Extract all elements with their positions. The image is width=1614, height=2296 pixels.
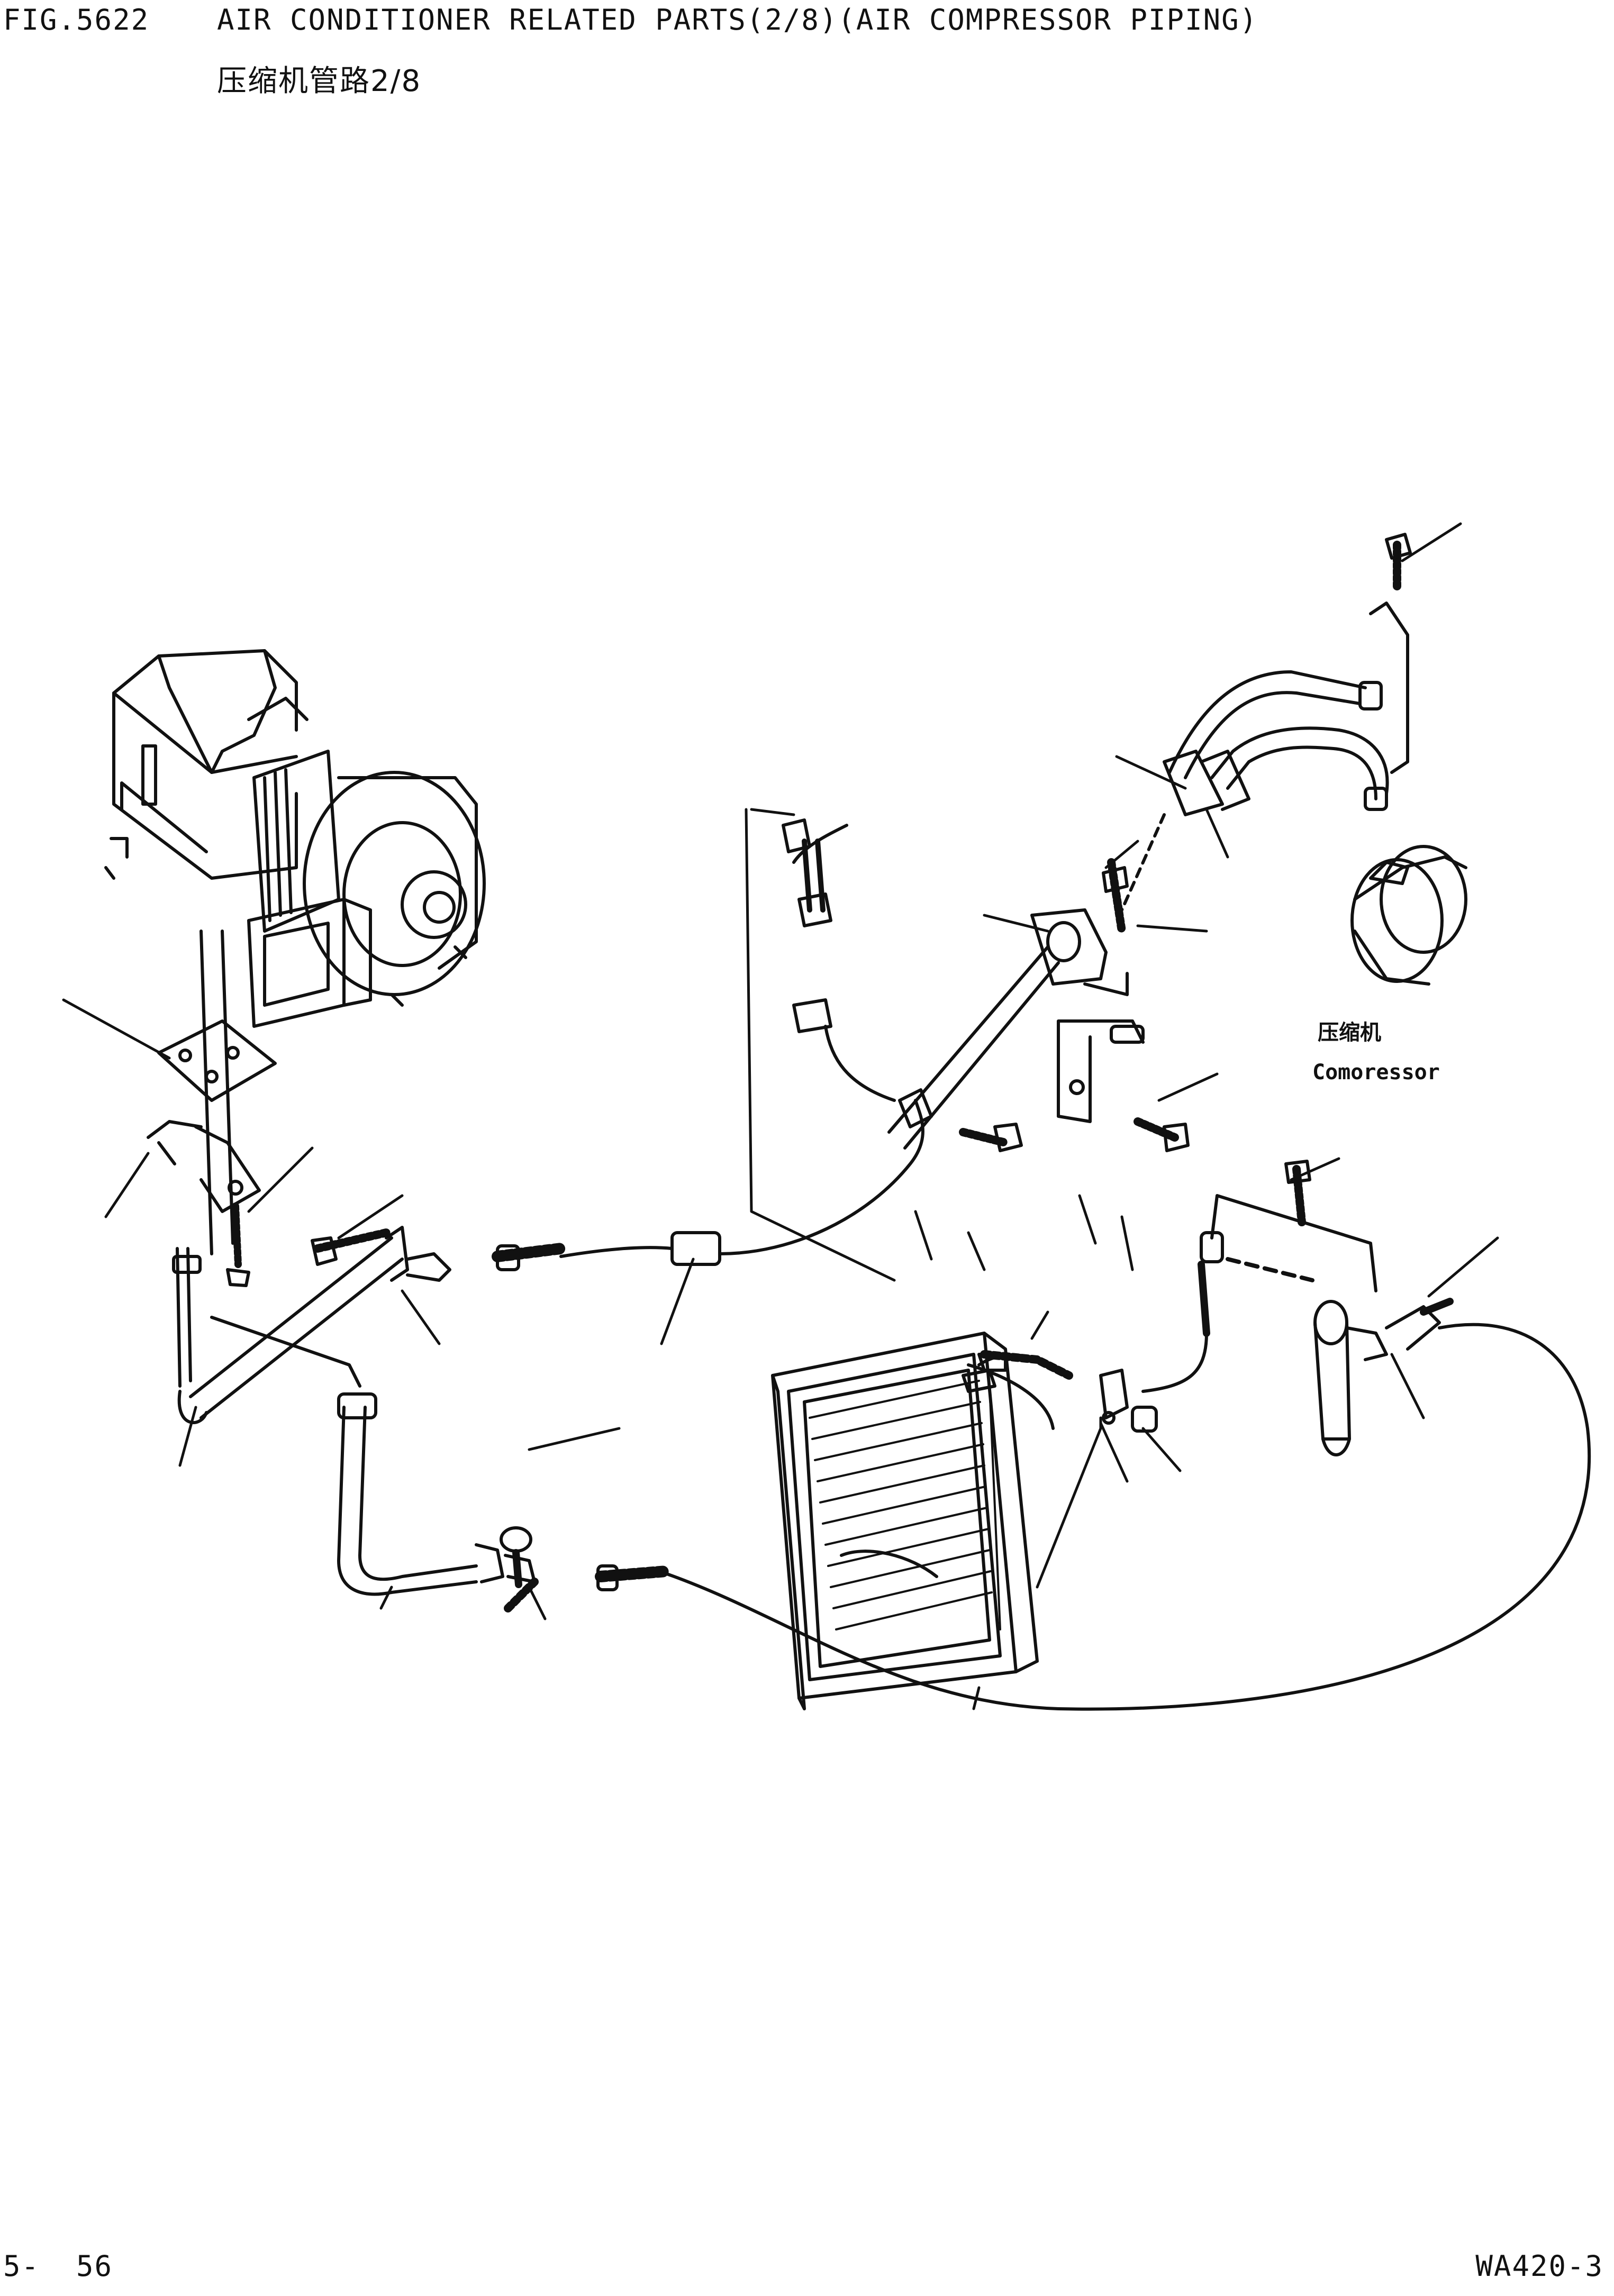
receiver-drier-assembly — [1141, 1160, 1454, 1456]
upper-right-piping — [1120, 533, 1412, 912]
bracket-assembly-left — [147, 930, 536, 1596]
compressor-label-en: Comoressor — [1312, 1060, 1440, 1085]
figure-subtitle: 压缩机管路2/8 — [217, 64, 422, 98]
figure-title: AIR CONDITIONER RELATED PARTS(2/8)(AIR C… — [217, 3, 1258, 37]
model-number: WA420-3 — [1475, 2249, 1603, 2283]
page-number: 5- 56 — [3, 2249, 113, 2283]
bolts-left — [226, 1202, 539, 1612]
condenser — [771, 1332, 1158, 1710]
center-bracket-assembly — [745, 808, 1190, 1282]
compressor — [1350, 845, 1467, 986]
leader-lines — [62, 522, 1499, 1710]
hose-assemblies — [492, 824, 1591, 1711]
figure-number: FIG.5622 — [3, 3, 150, 37]
compressor-label-cn: 压缩机 — [1318, 1021, 1381, 1045]
air-conditioner-unit — [104, 649, 486, 1028]
